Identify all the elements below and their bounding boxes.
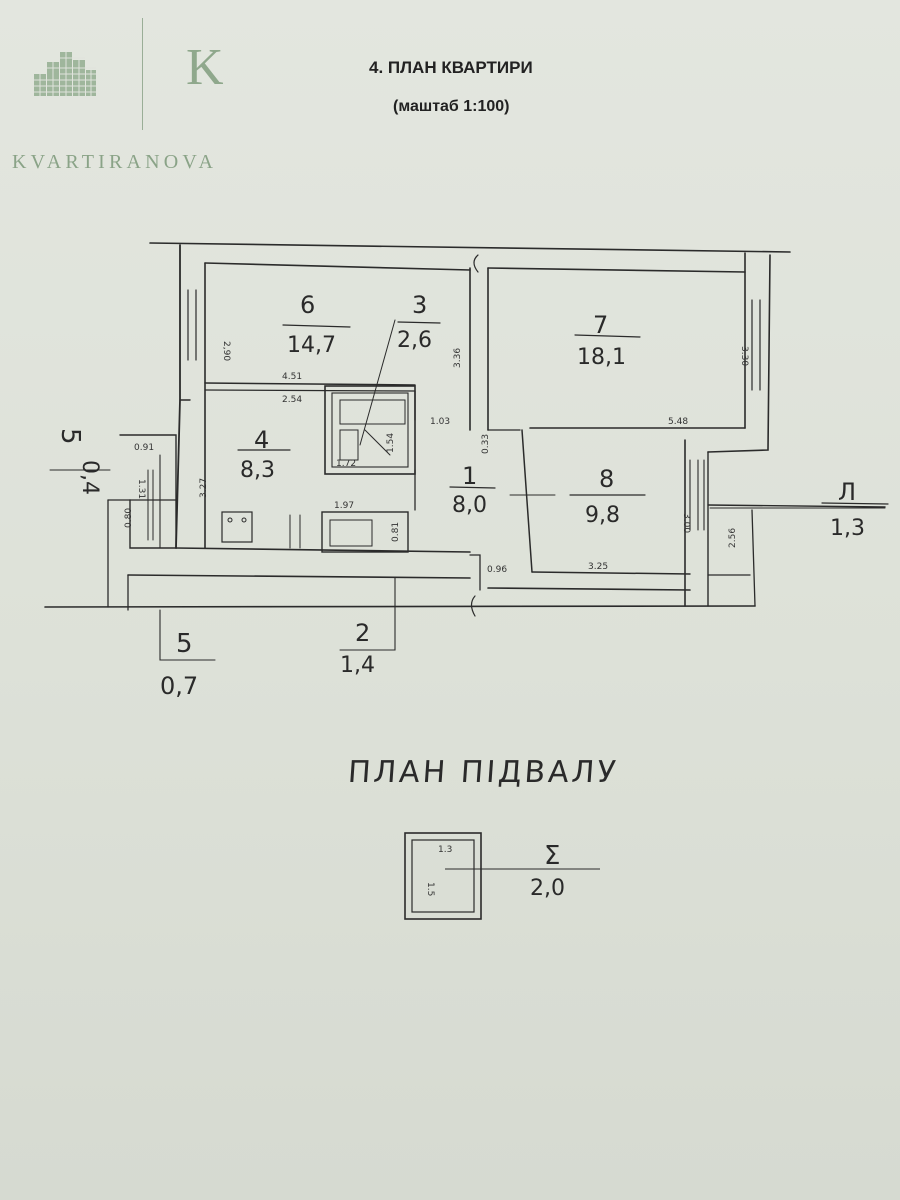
room-2-number: 2 [355, 619, 370, 647]
logo-divider [142, 18, 143, 130]
basement-plan-title: ПЛАН ПІДВАЛУ [346, 755, 620, 790]
dim-0-80: 0.80 [124, 508, 134, 528]
dim-1-54: 1.54 [386, 433, 396, 453]
room-4-area: 8,3 [240, 458, 275, 483]
dim-0-33: 0.33 [481, 434, 491, 454]
room-1-area: 8,0 [452, 493, 487, 518]
basement-room-number: Σ [544, 841, 560, 871]
room-2-area: 1,4 [340, 653, 375, 678]
dim-4-51: 4.51 [282, 372, 302, 382]
room-6-area: 14,7 [287, 333, 336, 358]
dim-3-00: 3.00 [681, 513, 691, 533]
dim-2-56: 2.56 [728, 528, 738, 548]
room-6-number: 6 [300, 291, 315, 319]
dim-3-30: 3.30 [739, 346, 749, 366]
room-7-number: 7 [593, 311, 608, 339]
loggia-area: 1,3 [830, 516, 865, 541]
room-3-number: 3 [412, 291, 427, 319]
dim-3-27: 3.27 [199, 478, 209, 498]
room-3-area: 2,6 [397, 328, 432, 353]
dim-5-48: 5.48 [668, 417, 688, 427]
dim-3-25: 3.25 [588, 562, 608, 572]
dim-0-96: 0.96 [487, 565, 507, 575]
room-7-area: 18,1 [577, 345, 626, 370]
dim-1-72: 1.72 [336, 459, 356, 469]
dim-0-81: 0.81 [391, 522, 401, 542]
dim-1-03: 1.03 [430, 417, 450, 427]
building-logo-icon [34, 52, 96, 96]
basement-dim-width: 1.3 [438, 845, 452, 855]
room-8-area: 9,8 [585, 503, 620, 528]
plan-title: 4. ПЛАН КВАРТИРИ [369, 58, 533, 77]
dim-0-91: 0.91 [134, 443, 154, 453]
loggia-number: Л [838, 478, 856, 506]
logo-letter: K [186, 39, 224, 96]
room-4-number: 4 [254, 426, 269, 454]
basement-room-area: 2,0 [530, 876, 565, 901]
dim-1-97: 1.97 [334, 501, 354, 511]
dim-3-36: 3.36 [453, 348, 463, 368]
room-8-number: 8 [599, 465, 614, 493]
dim-2-90: 2,90 [221, 341, 231, 361]
room-5-bottom-area: 0,7 [160, 672, 198, 700]
room-5-left-number: 5 [55, 428, 85, 445]
logo-wordmark: KVARTIRANOVA [12, 151, 218, 173]
basement-dim-height: 1.5 [425, 882, 435, 896]
room-1-number: 1 [462, 462, 477, 490]
plan-scale: (маштаб 1:100) [393, 98, 510, 115]
dim-2-54: 2.54 [282, 395, 302, 405]
dim-1-31: 1.31 [136, 479, 146, 499]
room-5-bottom-number: 5 [176, 629, 193, 659]
room-5-left-area: 0,4 [77, 460, 102, 495]
